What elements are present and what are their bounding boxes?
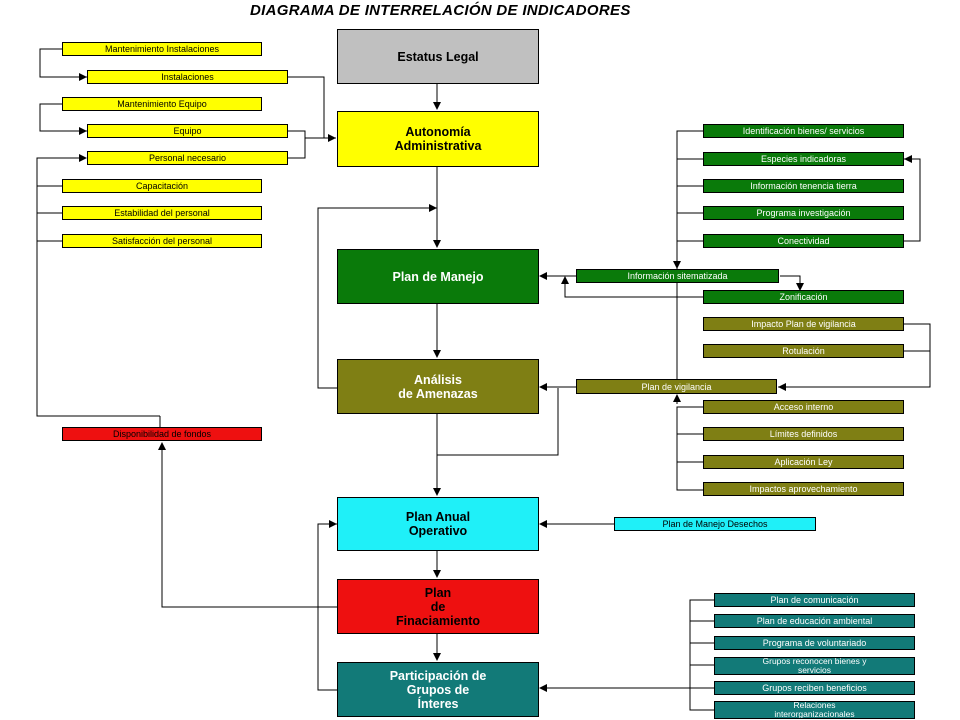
estabilidad-personal-box: Estabilidad del personal	[62, 206, 262, 220]
equipo-box: Equipo	[87, 124, 288, 138]
limites-definidos-box: Límites definidos	[703, 427, 904, 441]
diagram-title: DIAGRAMA DE INTERRELACIÓN DE INDICADORES	[250, 2, 631, 19]
relaciones-interorganizacionales-box: Relaciones interorganizacionales	[714, 701, 915, 719]
programa-investigacion-box: Programa investigación	[703, 206, 904, 220]
impacto-plan-vigilancia-box: Impacto Plan de vigilancia	[703, 317, 904, 331]
plan-comunicacion-box: Plan de comunicación	[714, 593, 915, 607]
satisfaccion-personal-box: Satisfacción del personal	[62, 234, 262, 248]
analisis-amenazas-box: Análisis de Amenazas	[337, 359, 539, 414]
grupos-reciben-box: Grupos reciben beneficios	[714, 681, 915, 695]
estatus-legal-box: Estatus Legal	[337, 29, 539, 84]
aplicacion-ley-box: Aplicación Ley	[703, 455, 904, 469]
acceso-interno-box: Acceso interno	[703, 400, 904, 414]
disponibilidad-fondos-box: Disponibilidad de fondos	[62, 427, 262, 441]
zonificacion-box: Zonificación	[703, 290, 904, 304]
plan-manejo-desechos-box: Plan de Manejo Desechos	[614, 517, 816, 531]
rotulacion-box: Rotulación	[703, 344, 904, 358]
personal-necesario-box: Personal necesario	[87, 151, 288, 165]
impactos-aprovechamiento-box: Impactos aprovechamiento	[703, 482, 904, 496]
especies-indicadoras-box: Especies indicadoras	[703, 152, 904, 166]
programa-voluntariado-box: Programa de voluntariado	[714, 636, 915, 650]
tenencia-tierra-box: Información tenencia tierra	[703, 179, 904, 193]
participacion-box: Participación de Grupos de Ínteres	[337, 662, 539, 717]
instalaciones-box: Instalaciones	[87, 70, 288, 84]
plan-vigilancia-box: Plan de vigilancia	[576, 379, 777, 394]
informacion-sistematizada-box: Información sitematizada	[576, 269, 779, 283]
autonomia-box: Autonomía Administrativa	[337, 111, 539, 167]
plan-financiamiento-box: Plan de Finaciamiento	[337, 579, 539, 634]
mantenimiento-instalaciones-box: Mantenimiento Instalaciones	[62, 42, 262, 56]
plan-anual-box: Plan Anual Operativo	[337, 497, 539, 551]
plan-manejo-box: Plan de Manejo	[337, 249, 539, 304]
mantenimiento-equipo-box: Mantenimiento Equipo	[62, 97, 262, 111]
grupos-reconocen-box: Grupos reconocen bienes y servicios	[714, 657, 915, 675]
conectividad-box: Conectividad	[703, 234, 904, 248]
capacitacion-box: Capacitación	[62, 179, 262, 193]
plan-educacion-ambiental-box: Plan de educación ambiental	[714, 614, 915, 628]
identificacion-bienes-box: Identificación bienes/ servicios	[703, 124, 904, 138]
